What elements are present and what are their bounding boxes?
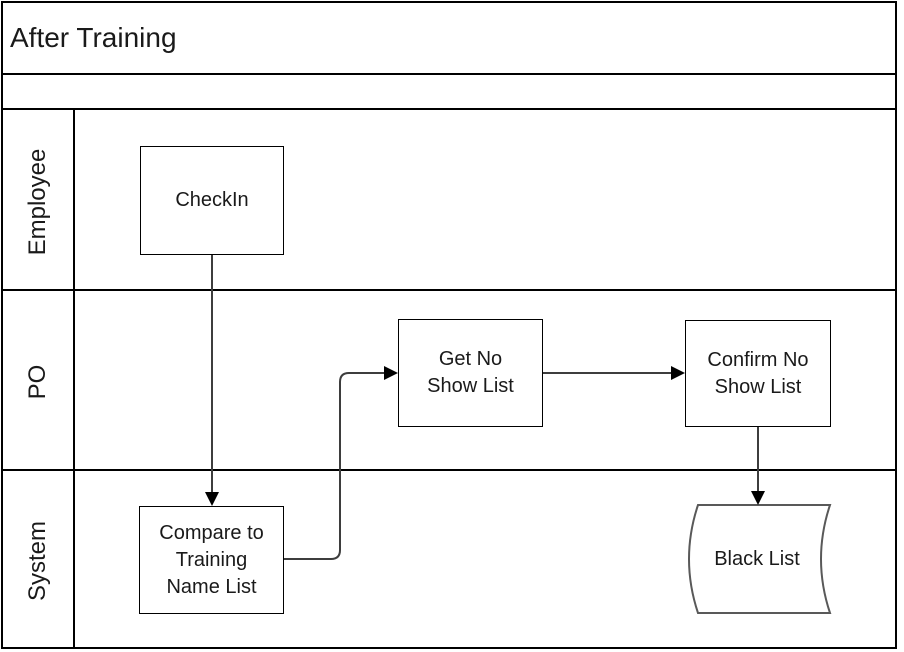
connector-confirm-to-blacklist — [751, 427, 765, 505]
node-confirm-no-show-list-label: Confirm No Show List — [707, 348, 809, 398]
title-divider-line — [1, 73, 897, 75]
stored-data-shape-black-list[interactable] — [688, 504, 832, 614]
arrowhead-right-icon — [384, 366, 398, 380]
arrowhead-down-icon — [205, 492, 219, 506]
node-confirm-no-show-list[interactable]: Confirm No Show List — [685, 320, 831, 427]
connector-get-to-confirm — [543, 366, 685, 380]
node-compare-to-training-name-list[interactable]: Compare to Training Name List — [139, 506, 284, 614]
diagram-title: After Training — [10, 21, 177, 53]
lane-label-column-divider — [73, 110, 75, 649]
node-checkin[interactable]: CheckIn — [140, 146, 284, 255]
node-compare-label: Compare to Training Name List — [159, 521, 264, 598]
node-get-no-show-list[interactable]: Get No Show List — [398, 319, 543, 427]
arrowhead-down-icon — [751, 491, 765, 505]
connector-compare-to-get-no-show — [284, 366, 398, 560]
lane-divider-employee-po — [1, 289, 897, 291]
connector-checkin-to-compare — [205, 255, 219, 506]
lane-divider-po-system — [1, 469, 897, 471]
node-black-list-label: Black List — [714, 548, 800, 570]
subheader-divider-line — [1, 108, 897, 110]
arrowhead-right-icon — [671, 366, 685, 380]
node-checkin-label: CheckIn — [175, 189, 249, 211]
node-get-no-show-list-label: Get No Show List — [427, 348, 514, 397]
